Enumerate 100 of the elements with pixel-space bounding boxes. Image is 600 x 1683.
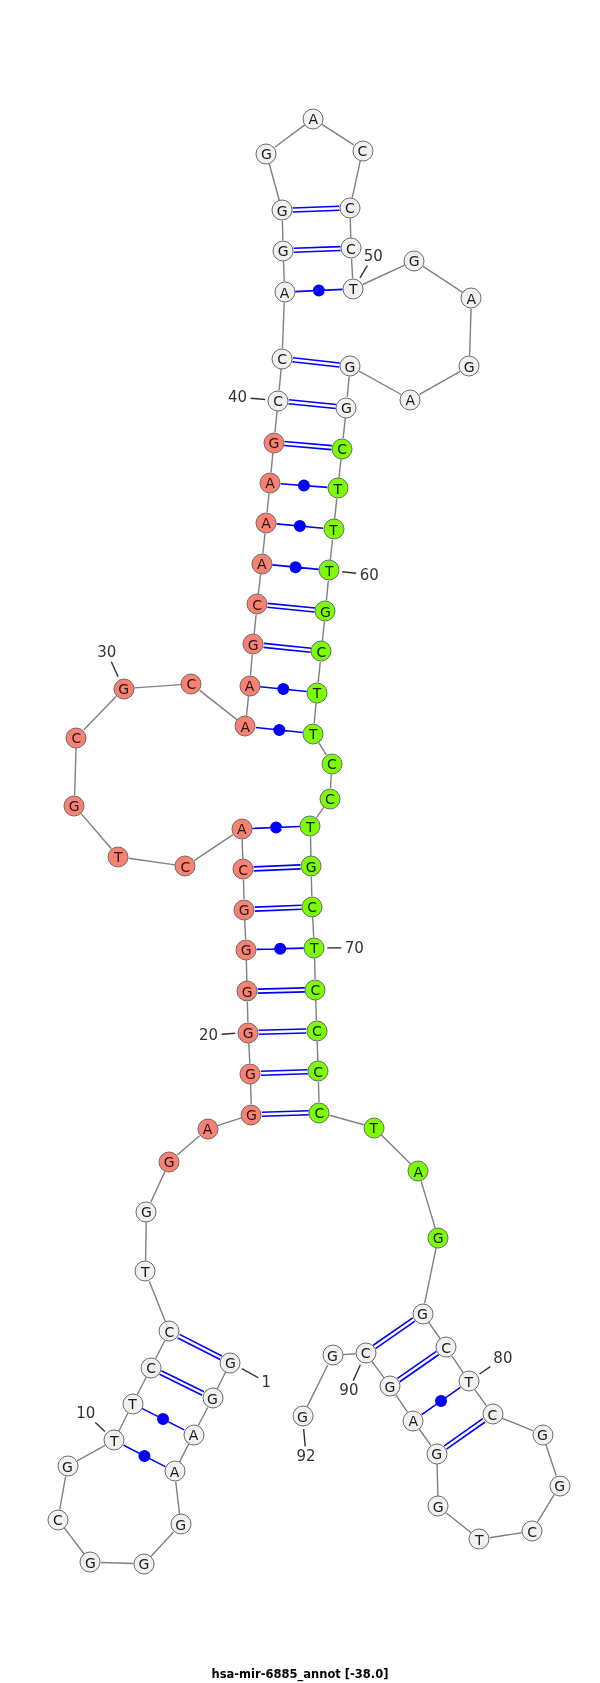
title: hsa-mir-6885_annot [-38.0]	[211, 1667, 389, 1681]
nucleotide: C	[355, 1342, 377, 1364]
nucleotide: G	[170, 1513, 192, 1535]
backbone-line	[244, 919, 247, 940]
nucleotide: A	[302, 108, 324, 130]
leader-line	[359, 264, 369, 279]
nucleotide: G	[300, 855, 322, 877]
base-pair-line	[279, 479, 329, 492]
backbone-line	[216, 1371, 227, 1390]
base-pair-line	[122, 1444, 167, 1468]
position-number: 30	[96, 644, 118, 660]
backbone-line	[148, 1280, 167, 1323]
base-pair-line	[372, 1317, 416, 1350]
nucleotide: T	[306, 682, 328, 703]
backbone-line	[306, 1364, 329, 1408]
backbone-line	[346, 375, 350, 398]
base-pair-line	[255, 724, 304, 736]
nucleotide: G	[219, 1352, 241, 1373]
leader-line	[302, 1428, 306, 1448]
nucleotide: G	[427, 1227, 449, 1249]
base-pair-line	[294, 284, 344, 297]
nucleotide: G	[133, 1553, 155, 1575]
position-number: 20	[198, 1027, 220, 1043]
nucleotide: T	[122, 1393, 143, 1415]
nucleotide: G	[237, 1022, 259, 1043]
nucleotide: T	[327, 477, 349, 499]
backbone-line	[321, 123, 355, 146]
backbone-line	[317, 1081, 320, 1103]
backbone-line	[282, 260, 285, 283]
nucleotide: C	[321, 753, 343, 775]
position-number: 40	[226, 389, 249, 405]
nucleotide: G	[202, 1387, 223, 1409]
nucleotide: A	[460, 287, 482, 309]
backbone-line	[313, 957, 316, 980]
nucleotide: G	[403, 250, 425, 272]
base-pair-line	[259, 683, 308, 696]
nucleotide: C	[140, 1357, 162, 1379]
nucleotide: G	[549, 1475, 571, 1497]
nucleotide: G	[532, 1424, 553, 1446]
leader-line	[220, 1032, 236, 1035]
nucleotide: G	[427, 1495, 449, 1517]
nucleotide: T	[302, 723, 324, 745]
nucleotide: G	[314, 600, 336, 622]
backbone-line	[80, 812, 113, 850]
nucleotide: A	[402, 1410, 424, 1432]
base-pair-line	[275, 520, 324, 533]
position-number: 60	[358, 567, 380, 583]
backbone-line	[329, 773, 332, 789]
nucleotide: G	[240, 1104, 262, 1126]
backbone-line	[242, 879, 245, 900]
nucleotide: C	[246, 593, 268, 615]
backbone-line	[313, 702, 317, 724]
base-pair-line	[262, 642, 312, 654]
nucleotide: T	[303, 937, 325, 959]
backbone-line	[395, 1394, 409, 1413]
leader-line	[326, 947, 342, 949]
backbone-line	[176, 1135, 201, 1156]
backbone-line	[317, 661, 321, 683]
backbone-line	[334, 497, 338, 520]
nucleotide: G	[335, 397, 357, 418]
nucleotide: G	[79, 1551, 101, 1573]
nucleotide: A	[234, 715, 256, 737]
nucleotide: A	[164, 1460, 186, 1482]
nucleotide: G	[235, 939, 257, 961]
backbone-line	[349, 217, 352, 239]
backbone-line	[100, 1561, 135, 1565]
backbone-line	[316, 1040, 319, 1062]
backbone-line	[76, 1444, 106, 1462]
backbone-line	[321, 620, 326, 642]
nucleotide: T	[468, 1528, 490, 1550]
backbone-line	[266, 492, 270, 514]
nucleotide: C	[267, 390, 289, 412]
backbone-line	[257, 573, 262, 595]
nucleotide: G	[242, 633, 264, 655]
nucleotide: C	[340, 237, 362, 259]
nucleotide: T	[134, 1260, 156, 1282]
nucleotide: G	[236, 980, 258, 1002]
backbone-line	[248, 1042, 251, 1064]
leader-line	[478, 1365, 491, 1375]
backbone-line	[422, 265, 464, 294]
nucleotide: G	[113, 678, 135, 700]
backbone-line	[175, 1481, 181, 1515]
nucleotide: C	[174, 855, 196, 877]
base-pair-line	[443, 1417, 486, 1450]
backbone-line	[253, 614, 257, 635]
base-pair-line	[253, 904, 303, 912]
backbone-line	[268, 163, 280, 201]
nucleotide: G	[233, 899, 255, 921]
base-pair-line	[256, 987, 306, 994]
nucleotide: A	[259, 472, 281, 494]
position-number: 70	[343, 940, 365, 956]
backbone-line	[249, 1083, 252, 1105]
nucleotide: G	[292, 1405, 313, 1427]
base-pair-line	[260, 1068, 309, 1077]
position-number: 92	[295, 1448, 317, 1464]
backbone-line	[136, 1376, 147, 1395]
base-pair-line	[158, 1369, 205, 1397]
backbone-line	[488, 1532, 523, 1539]
nucleotide: A	[407, 1160, 429, 1182]
backbone-line	[351, 160, 361, 199]
